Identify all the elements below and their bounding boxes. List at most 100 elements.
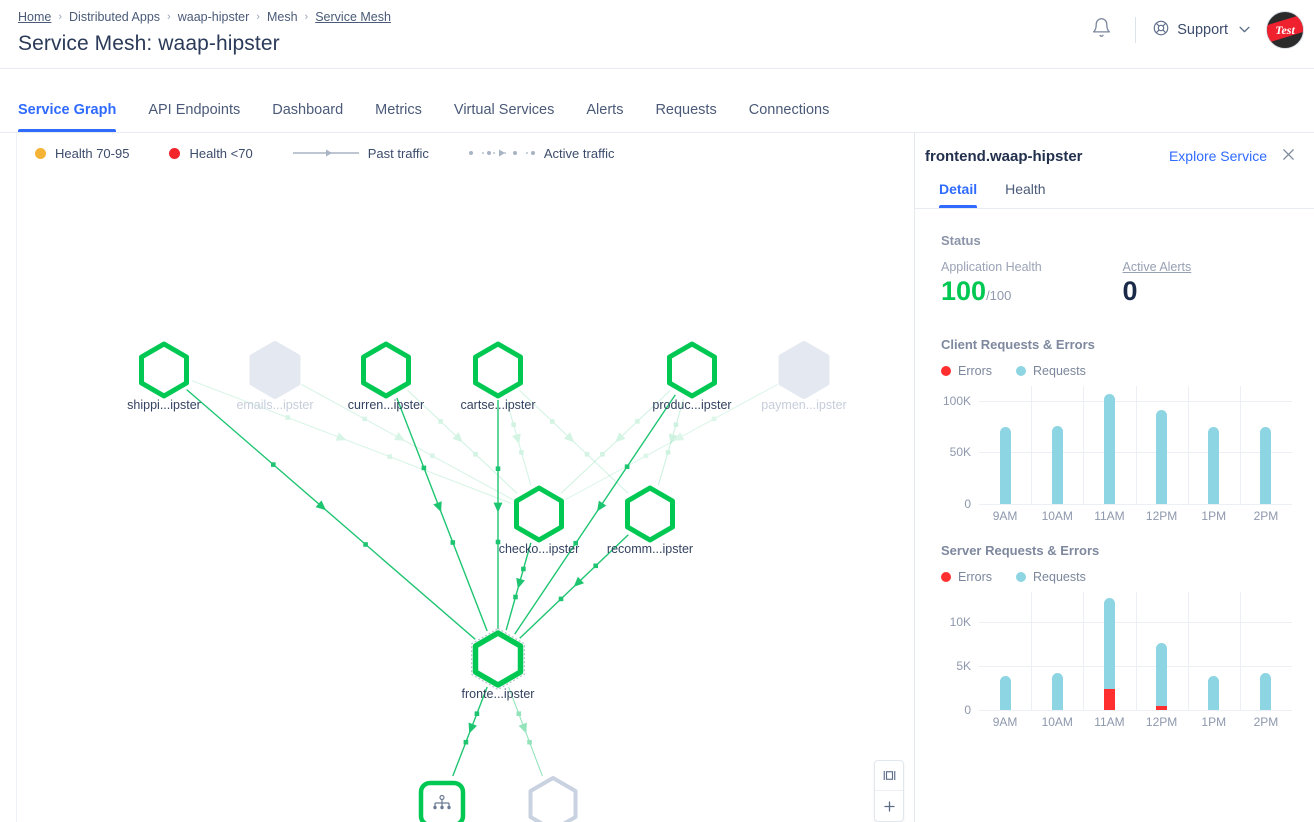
graph-node-label-shipping[interactable]: shippi...ipster xyxy=(127,398,201,412)
x-axis-tick: 12PM xyxy=(1145,508,1178,523)
detail-panel-header: frontend.waap-hipster Explore Service xyxy=(915,133,1314,175)
graph-node-loadgenerator[interactable] xyxy=(528,776,578,822)
graph-node-shipping[interactable] xyxy=(139,341,189,399)
avatar[interactable]: Test xyxy=(1266,11,1304,49)
tab-metrics[interactable]: Metrics xyxy=(375,102,422,118)
graph-edge xyxy=(191,380,512,504)
graph-node-label-currency[interactable]: curren...ipster xyxy=(347,398,425,412)
graph-node-emails[interactable] xyxy=(249,341,301,399)
x-axis-tick: 2PM xyxy=(1253,508,1279,523)
chart-bar-column[interactable] xyxy=(1031,592,1083,710)
service-graph-canvas[interactable]: shippi...ipster emails...ipster curren...i… xyxy=(17,173,914,822)
page-header: Home›Distributed Apps›waap-hipster›Mesh›… xyxy=(0,0,1314,69)
graph-node-label-frontend[interactable]: fronte...ipster xyxy=(461,687,535,701)
breadcrumb-item[interactable]: Service Mesh xyxy=(315,10,391,24)
graph-node-label-emails[interactable]: emails...ipster xyxy=(236,398,314,412)
breadcrumb-separator: › xyxy=(58,11,63,23)
tab-virtual-services[interactable]: Virtual Services xyxy=(453,102,555,118)
x-axis-tick: 11AM xyxy=(1094,508,1125,523)
graph-node-checkout[interactable] xyxy=(514,485,564,543)
x-axis-tick: 9AM xyxy=(992,714,1018,729)
chart-legend-label: Requests xyxy=(1033,363,1086,378)
chart-bar-errors xyxy=(1156,705,1168,710)
tab-api-endpoints[interactable]: API Endpoints xyxy=(148,102,241,118)
chart-bar-column[interactable] xyxy=(979,592,1031,710)
chart-bar-column[interactable] xyxy=(1083,592,1135,710)
gridline xyxy=(979,709,1292,711)
graph-node-label-productcatalog[interactable]: produc...ipster xyxy=(652,398,732,412)
legend-dot-icon xyxy=(35,147,46,159)
chart-bar-column[interactable] xyxy=(979,386,1031,504)
breadcrumb-item[interactable]: Home xyxy=(18,10,52,24)
tab-dashboard[interactable]: Dashboard xyxy=(272,102,344,118)
graph-edge xyxy=(186,389,476,640)
vertical-gridline xyxy=(1083,591,1085,710)
tab-service-graph[interactable]: Service Graph xyxy=(18,102,132,132)
graph-edge xyxy=(519,390,629,494)
graph-node-label-checkout[interactable]: checko...ipster xyxy=(498,542,580,556)
detail-tab-detail[interactable]: Detail xyxy=(925,175,991,208)
tab-requests[interactable]: Requests xyxy=(655,102,717,118)
chart-legend-item: Errors xyxy=(941,364,992,378)
close-icon[interactable] xyxy=(1277,145,1300,167)
support-menu[interactable]: Support xyxy=(1150,15,1252,45)
chart-bar-column[interactable] xyxy=(1188,592,1240,710)
breadcrumb-item[interactable]: Mesh xyxy=(266,10,298,24)
graph-node-label-cartservice[interactable]: cartse...ipster xyxy=(460,398,536,412)
chart-bar-column[interactable] xyxy=(1188,386,1240,504)
detail-panel-tabs: Detail Health xyxy=(915,175,1314,209)
graph-node-public[interactable] xyxy=(418,780,466,822)
graph-edge xyxy=(452,686,488,777)
explore-service-link[interactable]: Explore Service xyxy=(1168,148,1267,164)
chart-bar-column[interactable] xyxy=(1240,592,1292,710)
legend-item: Health 70-95 xyxy=(35,146,129,161)
active-alerts-label[interactable]: Active Alerts xyxy=(1122,260,1192,274)
fit-to-screen-icon[interactable] xyxy=(875,761,903,791)
chart-bar-column[interactable] xyxy=(1031,386,1083,504)
tab-connections[interactable]: Connections xyxy=(748,102,830,118)
graph-node-label-recommendation[interactable]: recomm...ipster xyxy=(606,542,694,556)
service-detail-panel: frontend.waap-hipster Explore Service De… xyxy=(915,133,1314,822)
graph-edge xyxy=(514,394,676,635)
bell-icon xyxy=(1091,17,1112,43)
notifications-button[interactable] xyxy=(1081,10,1121,50)
chart-bar-column[interactable] xyxy=(1136,592,1188,710)
active-traffic-line-icon xyxy=(468,149,535,157)
tab-alerts[interactable]: Alerts xyxy=(586,102,624,118)
application-health-value: 100/100 xyxy=(941,276,1123,307)
graph-node-payment[interactable] xyxy=(778,341,830,399)
y-axis-tick: 100K xyxy=(942,394,971,409)
vertical-gridline xyxy=(1031,591,1033,710)
y-axis-tick: 10K xyxy=(949,615,971,630)
breadcrumb-item[interactable]: waap-hipster xyxy=(177,10,250,24)
graph-node-currency[interactable] xyxy=(361,341,411,399)
graph-node-frontend[interactable] xyxy=(471,627,525,691)
graph-node-recommendation[interactable] xyxy=(625,485,675,543)
gridline xyxy=(979,503,1292,505)
graph-edge xyxy=(508,686,543,777)
header-divider xyxy=(1135,17,1137,43)
chart-bar-column[interactable] xyxy=(1240,386,1292,504)
detail-tab-health[interactable]: Health xyxy=(1005,181,1046,197)
chart-bar-column[interactable] xyxy=(1136,386,1188,504)
graph-node-label-payment[interactable]: paymen...ipster xyxy=(761,398,847,412)
vertical-gridline xyxy=(1239,591,1241,710)
chart-legend-label: Errors xyxy=(958,569,993,584)
chart-bar-requests xyxy=(1103,597,1115,710)
breadcrumb-item[interactable]: Distributed Apps xyxy=(69,10,161,24)
chart-legend-dot-icon xyxy=(1016,365,1027,376)
x-axis-tick: 9AM xyxy=(992,508,1018,523)
chart-legend-item: Requests xyxy=(1016,570,1086,584)
zoom-controls xyxy=(874,760,904,822)
chart-bar-column[interactable] xyxy=(1083,386,1135,504)
zoom-in-icon[interactable] xyxy=(875,791,903,821)
graph-node-cartservice[interactable] xyxy=(473,341,523,399)
graph-node-productcatalog[interactable] xyxy=(667,341,717,399)
